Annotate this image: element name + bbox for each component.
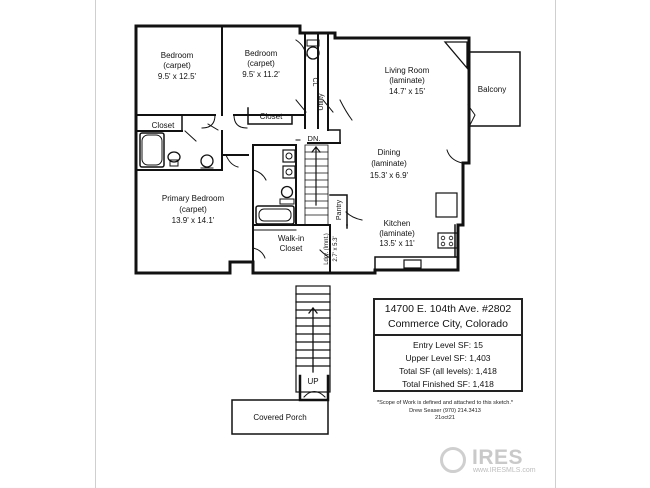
living-room-floor: (laminate) — [389, 76, 425, 85]
kitchen-floor: (laminate) — [379, 229, 415, 238]
entry-level-sf: Entry Level SF: 15 — [413, 340, 483, 350]
total-finished-sf: Total Finished SF: 1,418 — [402, 379, 494, 389]
ires-watermark: IRES www.IRESMLS.com — [440, 443, 560, 479]
sink-left — [167, 151, 181, 163]
laundry-line2: 2.7' x 5.3' — [333, 236, 339, 261]
fireplace — [443, 41, 468, 70]
primary-bedroom-name: Primary Bedroom — [162, 194, 225, 203]
covered-porch-label: Covered Porch — [253, 413, 306, 422]
closet-left-label: Closet — [152, 121, 175, 130]
toilet-left — [200, 154, 214, 168]
scope-note-line3: 21oct21 — [435, 415, 455, 421]
toilet-hall — [306, 46, 320, 60]
refrigerator — [435, 192, 458, 218]
kitchen-sink — [403, 259, 422, 269]
stairs-down-label: DN. — [308, 134, 321, 143]
bedroom1-name: Bedroom — [161, 51, 194, 60]
covered-porch-outline — [231, 399, 329, 435]
right-margin-line — [555, 0, 556, 488]
balcony-label: Balcony — [478, 85, 506, 94]
total-sf: Total SF (all levels): 1,418 — [399, 366, 497, 376]
scope-note: *Scope of Work is defined and attached t… — [339, 400, 551, 423]
bathtub-left — [139, 132, 165, 168]
bedroom2-size: 9.5' x 11.2' — [242, 70, 280, 79]
scope-note-line2: Drew Seaser (970) 214.3413 — [409, 407, 481, 414]
watermark-brand: IRES — [472, 446, 524, 469]
vanity-sink-1 — [282, 149, 296, 163]
address-block: 14700 E. 104th Ave. #2802 Commerce City,… — [375, 300, 521, 336]
cl-label: CL — [311, 78, 318, 87]
bathtub-primary — [255, 205, 295, 225]
kitchen-size: 13.5' x 11' — [379, 239, 415, 248]
address-line2: Commerce City, Colorado — [387, 318, 508, 330]
bedroom2-floor: (carpet) — [247, 59, 275, 68]
kitchen-name: Kitchen — [384, 219, 411, 228]
bedroom1-size: 9.5' x 12.5' — [158, 72, 197, 81]
dining-size: 15.3' x 6.9' — [370, 171, 409, 180]
dining-name: Dining — [378, 148, 401, 157]
utility-label: Utility — [318, 93, 325, 111]
range — [437, 232, 458, 249]
watermark-url: www.IRESMLS.com — [473, 467, 536, 474]
walkin-closet-line1: Walk-in — [278, 234, 304, 243]
scope-note-line1: *Scope of Work is defined and attached t… — [376, 400, 514, 406]
toilet-primary — [280, 185, 294, 199]
walkin-closet-line2: Closet — [280, 244, 303, 253]
left-margin-line — [95, 0, 96, 488]
closet-mid-label: Closet — [260, 112, 283, 121]
dining-floor: (laminate) — [371, 159, 407, 168]
stairs-up-label: UP — [307, 377, 318, 386]
vanity-sink-2 — [282, 165, 296, 179]
bedroom1-floor: (carpet) — [163, 61, 191, 70]
bedroom2-name: Bedroom — [245, 49, 278, 58]
laundry-line1: Ldry. (lmnt.) — [324, 233, 330, 265]
exterior-wall — [134, 24, 471, 275]
pantry-label: Pantry — [336, 199, 343, 220]
living-room-size: 14.7' x 15' — [389, 87, 425, 96]
upper-level-sf: Upper Level SF: 1,403 — [405, 353, 491, 363]
property-info-box: 14700 E. 104th Ave. #2802 Commerce City,… — [373, 298, 523, 392]
primary-bedroom-floor: (carpet) — [179, 205, 207, 214]
primary-bedroom-size: 13.9' x 14.1' — [172, 216, 215, 225]
living-room-name: Living Room — [385, 66, 430, 75]
ires-logo-icon — [440, 447, 466, 473]
square-footage-block: Entry Level SF: 15 Upper Level SF: 1,403… — [375, 339, 521, 391]
address-line1: 14700 E. 104th Ave. #2802 — [384, 303, 512, 315]
